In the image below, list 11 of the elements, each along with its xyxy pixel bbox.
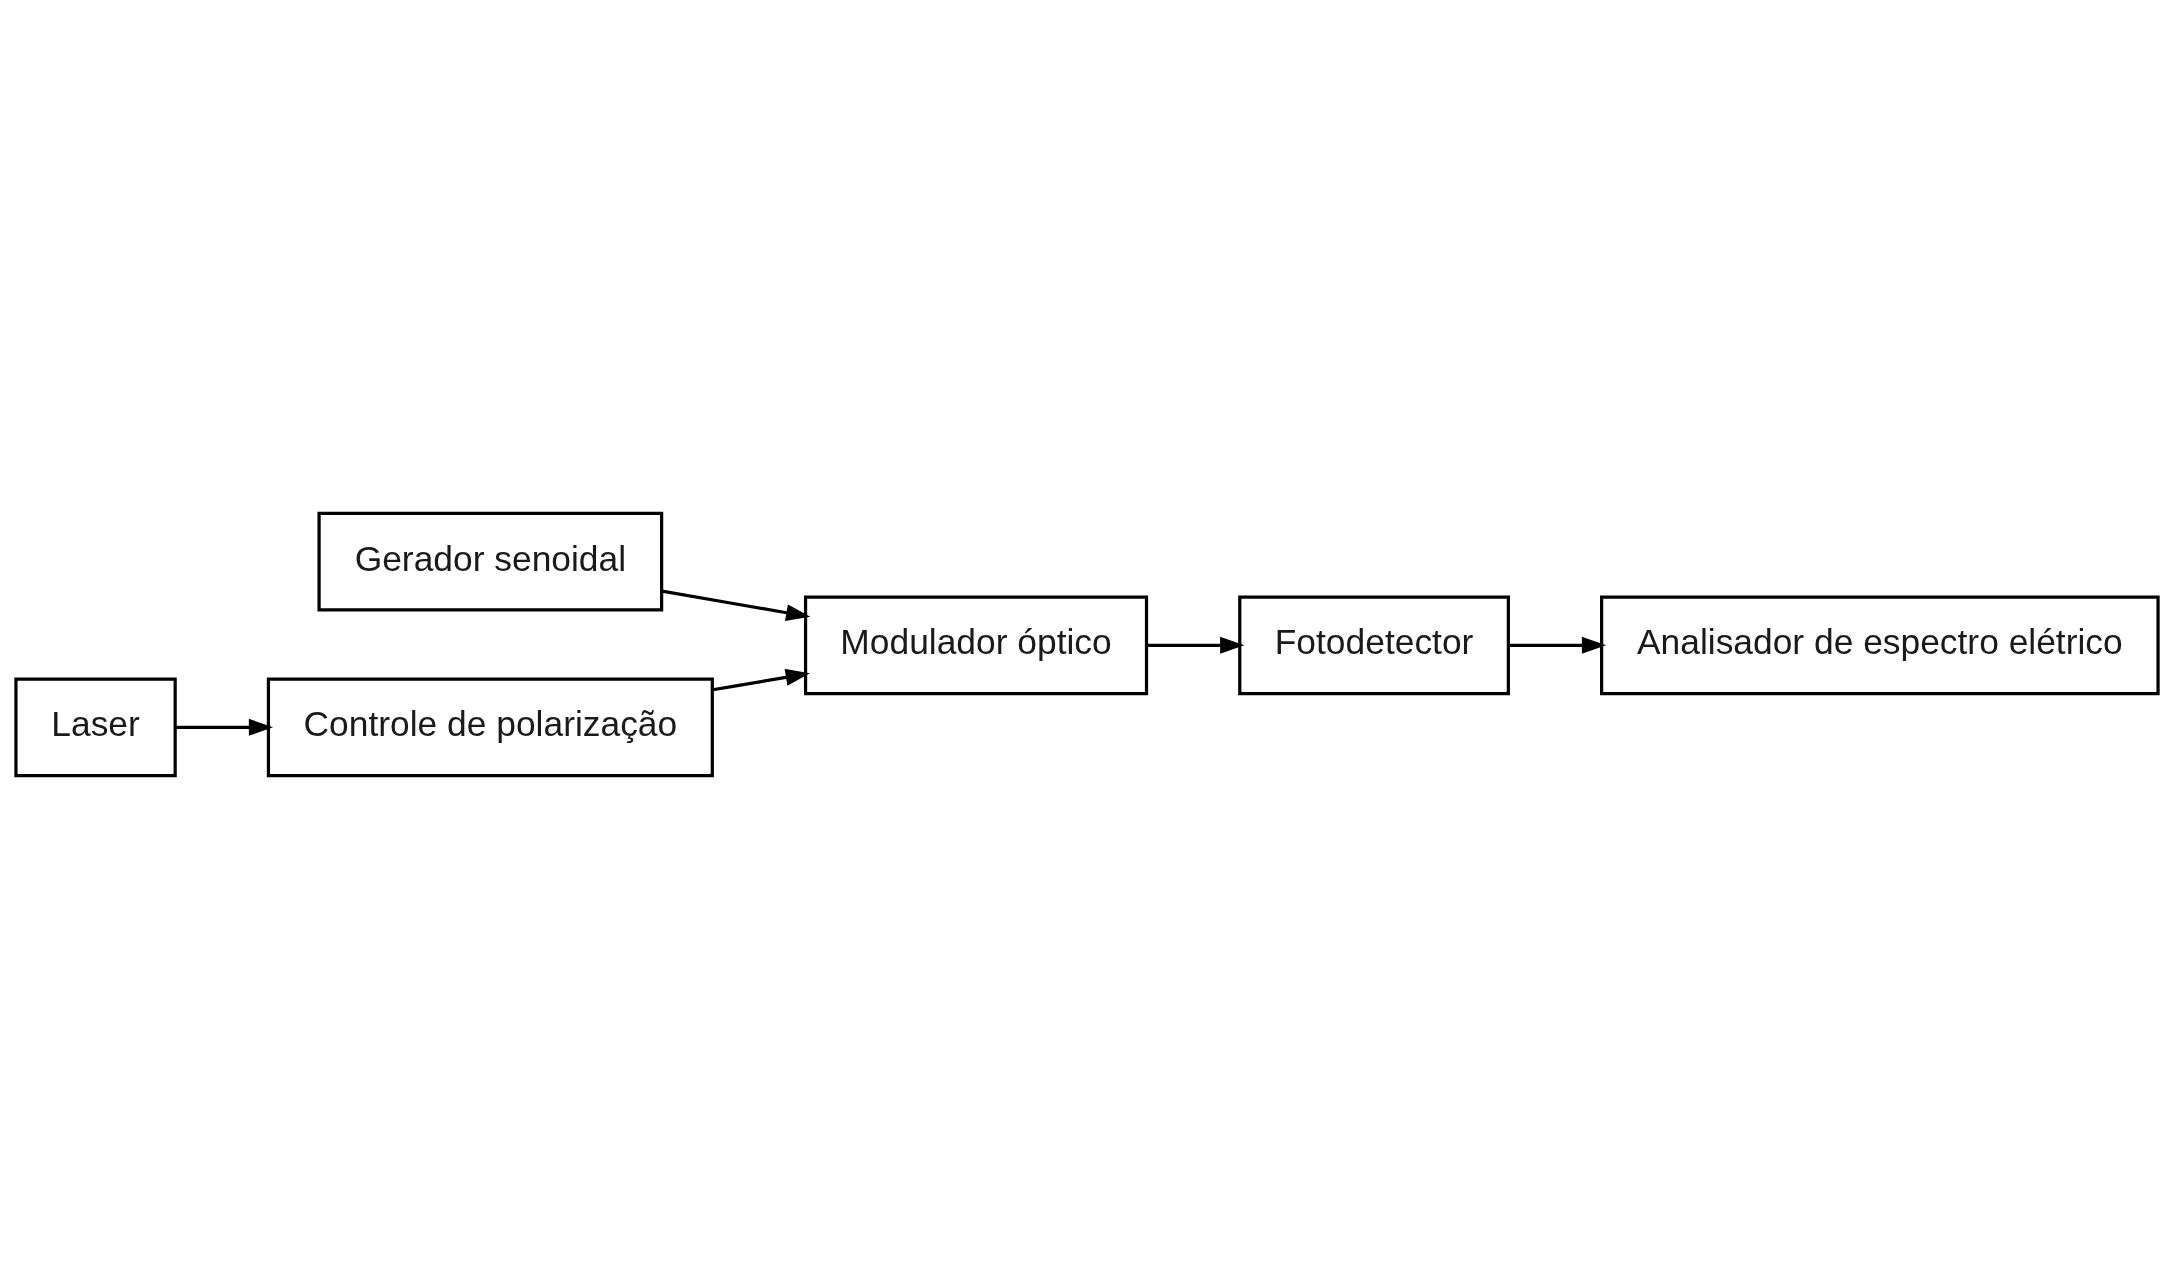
node-box: Fotodetector — [1238, 594, 1510, 695]
arrow — [661, 589, 811, 621]
arrow — [175, 718, 274, 736]
arrow — [1146, 636, 1245, 654]
arrow — [1508, 636, 1607, 654]
node-box: Analisador de espectro elétrico — [1600, 594, 2160, 695]
arrow — [712, 668, 810, 691]
node-box: Laser — [14, 676, 177, 777]
node-box: Gerador senoidal — [317, 511, 664, 612]
node-box: Modulador óptico — [803, 594, 1149, 695]
node-box: Controle de polarização — [266, 676, 714, 777]
